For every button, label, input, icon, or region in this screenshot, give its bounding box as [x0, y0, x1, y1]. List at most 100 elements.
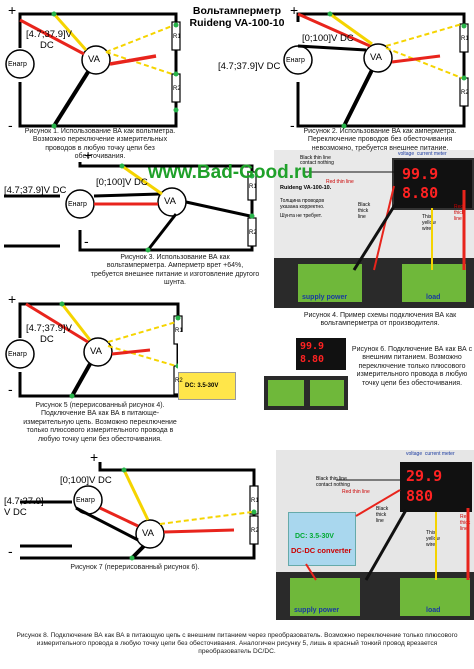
plus-sign: + — [90, 449, 99, 465]
meter-display-fig8: 29.9 880 — [400, 462, 472, 512]
r2-label: R2 — [251, 528, 259, 534]
caption-fig2: Рисунок 2. Использование ВА как ампермет… — [303, 128, 457, 152]
va-meter — [81, 45, 111, 75]
voltage-readout-small: 99.9 — [300, 341, 325, 352]
voltage-range: [4.7;37.9]V — [26, 29, 72, 40]
minus-sign: - — [8, 381, 13, 397]
red-thin-label-fig8: Red thin line — [342, 489, 370, 495]
r1-label: R1 — [175, 328, 183, 334]
title-line-2: Ruideng VA-100-10 — [189, 17, 285, 29]
r2-label: R2 — [249, 230, 257, 236]
page-title: Вольтамперметр Ruideng VA-100-10 — [137, 5, 337, 29]
figure-1-circuit — [5, 11, 181, 129]
figure-3-circuit — [4, 162, 257, 253]
voltage-range: [0;100]V DC — [302, 33, 354, 44]
meter-display-small: 99.9 8.80 — [296, 338, 346, 370]
r1-label: R1 — [251, 498, 259, 504]
load-block-fig8: load — [400, 578, 470, 616]
caption-fig8: Рисунок 8. Подключение ВА как ВА в питаю… — [16, 632, 458, 655]
meter-label-fig8: voltage current meter — [406, 451, 455, 457]
minus-sign: - — [84, 233, 89, 249]
voltage-range: [4.7;37.9]V — [26, 323, 72, 334]
voltage-range: [4.7;37.9] — [4, 496, 44, 507]
minus-sign: - — [8, 543, 13, 559]
caption-fig4: Рисунок 4. Пример схемы подключения ВА к… — [303, 312, 457, 328]
dc-label: V DC — [4, 507, 27, 518]
figure-6-photo: 99.9 8.80 DC: 3.5-30V — [178, 332, 348, 410]
load-label: load — [426, 294, 441, 301]
red-thick-label: Red thick line — [454, 204, 465, 222]
source-label: Енагр — [68, 201, 87, 208]
dc-dc-converter: DC: 3.5-30V DC-DC converter — [288, 512, 356, 566]
yellow-wire-label-fig8: This yellow wire — [426, 530, 440, 548]
caption-fig7: Рисунок 7 (перерисованный рисунок 6). — [70, 564, 200, 571]
title-line-1: Вольтамперметр — [192, 5, 282, 17]
converter-range-label: DC: 3.5-30V — [295, 533, 334, 540]
dc-module: DC: 3.5-30V — [178, 372, 236, 400]
supply-power-block: supply power — [298, 264, 362, 302]
meter-label: voltage current meter — [398, 151, 447, 157]
r2-label: R2 — [175, 378, 183, 384]
va-label: VA — [88, 54, 100, 65]
va-label: VA — [142, 528, 154, 539]
r2-label: R2 — [173, 86, 181, 92]
load-label-fig8: load — [426, 607, 441, 614]
black-thick-label: Black thick line — [358, 202, 371, 220]
voltage-range: [0;100]V DC — [96, 177, 148, 188]
voltage-readout: 99.9 — [402, 165, 439, 183]
va-label: VA — [370, 52, 382, 63]
figure-2-circuit — [283, 11, 469, 129]
voltage-range: [4.7;37.9]V DC — [218, 61, 281, 72]
voltage-range: [4.7;37.9]V DC — [4, 185, 67, 196]
figure-4-photo: 99.9 8.80 voltage current meter Black th… — [274, 150, 474, 308]
r1-label: R1 — [461, 36, 469, 42]
power-source — [5, 49, 35, 79]
note-2: Шунта не требует. — [280, 213, 322, 219]
source-label: Енагр — [286, 57, 305, 64]
yellow-wire-label: This yellow wire — [422, 214, 436, 232]
red-thick-label-fig8: Red thick line — [460, 514, 471, 532]
red-thin-label: Red thin line — [326, 179, 354, 185]
note-1: Толщина проводов указана корректно. — [280, 198, 325, 210]
dc-label: DC — [40, 40, 54, 51]
load-block: load — [402, 264, 466, 302]
caption-fig3: Рисунок 3. Использование ВА как вольтамп… — [90, 254, 260, 287]
supply-power-label-fig8: supply power — [294, 607, 340, 614]
dc-module-label: DC: 3.5-30V — [185, 383, 219, 389]
black-thick-label-fig8: Black thick line — [376, 506, 389, 524]
source-label: Енагр — [8, 351, 27, 358]
r2-label: R2 — [461, 90, 469, 96]
plus-sign: + — [8, 2, 17, 18]
photo-wires-fig8 — [305, 479, 470, 581]
plus-sign: + — [8, 291, 17, 307]
minus-sign: - — [8, 117, 13, 133]
source-label: Енагр — [76, 497, 95, 504]
supply-power-label: supply power — [302, 294, 348, 301]
converter-label: DC-DC converter — [291, 546, 352, 555]
va-label: VA — [164, 196, 176, 207]
source-label: Енагр — [8, 61, 27, 68]
figure-5-circuit — [5, 301, 183, 399]
site-url[interactable]: www.Bad-Good.ru — [148, 162, 314, 183]
model-label: Ruideng VA-100-10. — [280, 185, 332, 191]
black-thin-label-fig8: Black thin line contact nothing — [316, 476, 350, 488]
current-readout-fig8: 880 — [406, 487, 434, 505]
supply-power-block-fig8: supply power — [290, 578, 360, 616]
plus-sign: + — [84, 147, 93, 163]
photo-wires — [304, 171, 466, 271]
r1-label: R1 — [173, 34, 181, 40]
minus-sign: - — [290, 117, 295, 133]
caption-fig5: Рисунок 5 (перерисованный рисунок 4). По… — [23, 402, 177, 443]
voltage-readout-fig8: 29.9 — [406, 467, 443, 485]
voltage-range: [0;100]V DC — [60, 475, 112, 486]
current-readout-small: 8.80 — [300, 354, 325, 365]
caption-fig1: Рисунок 1. Использование ВА как вольтмет… — [24, 128, 176, 161]
r1-label: R1 — [249, 184, 257, 190]
figure-8-photo: 29.9 880 voltage current meter Black thi… — [276, 450, 474, 620]
current-readout: 8.80 — [402, 184, 439, 202]
dc-label: DC — [40, 334, 54, 345]
black-thin-label: Black thin line contact nothing — [300, 155, 334, 166]
va-label: VA — [90, 346, 102, 357]
plus-sign: + — [290, 2, 299, 18]
